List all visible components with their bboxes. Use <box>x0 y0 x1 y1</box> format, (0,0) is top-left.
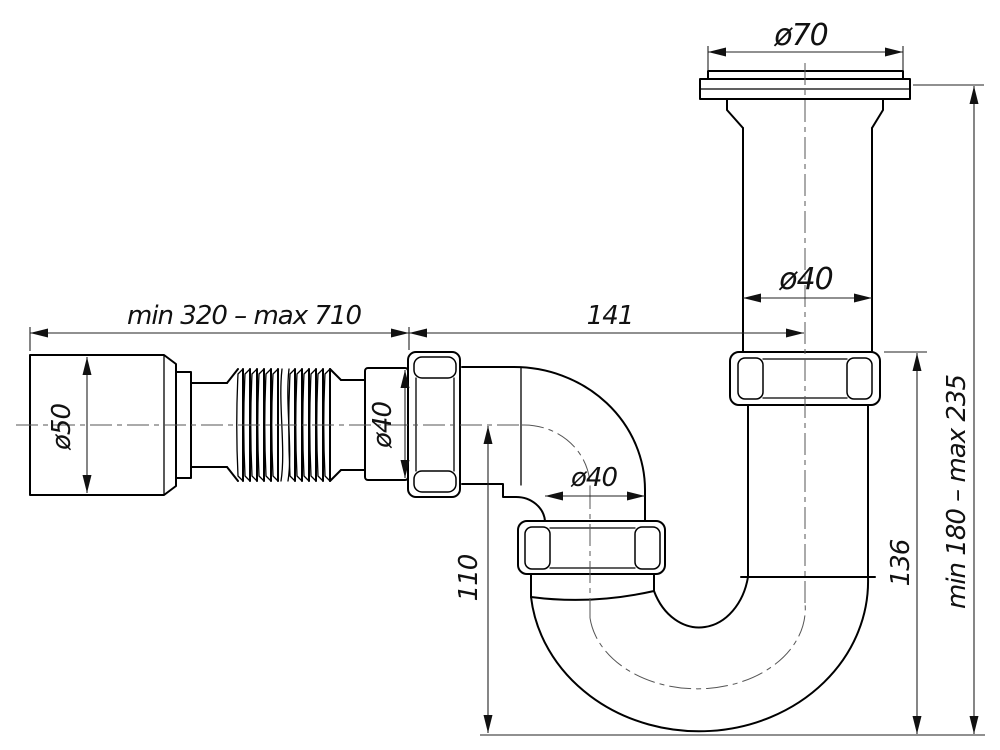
u-bend <box>530 576 870 733</box>
label-inlet-depth: 110 <box>454 554 484 601</box>
label-tailpipe-diameter: ø40 <box>778 262 833 297</box>
outlet-pipe <box>740 404 876 578</box>
label-hose-connector-diameter: ø40 <box>368 402 398 449</box>
label-hose-length-range: min 320 – max 710 <box>127 301 361 331</box>
tailpiece-pipe <box>742 127 873 353</box>
label-hose-cuff-diameter: ø50 <box>47 404 77 451</box>
label-horizontal-span: 141 <box>587 301 634 331</box>
label-outlet-drop: 136 <box>886 539 916 586</box>
centerlines <box>16 58 806 690</box>
inlet-collar <box>530 573 655 601</box>
label-flange-diameter: ø70 <box>773 18 828 53</box>
label-trap-inlet-diameter: ø40 <box>570 463 617 493</box>
label-height-range: min 180 – max 235 <box>942 375 972 609</box>
trap-inlet-nut <box>517 520 666 601</box>
dimension-lines <box>29 46 985 736</box>
inlet-elbow <box>461 366 646 522</box>
dimension-labels: ø70 min 320 – max 710 141 ø40 ø50 ø40 ø4… <box>47 18 972 609</box>
